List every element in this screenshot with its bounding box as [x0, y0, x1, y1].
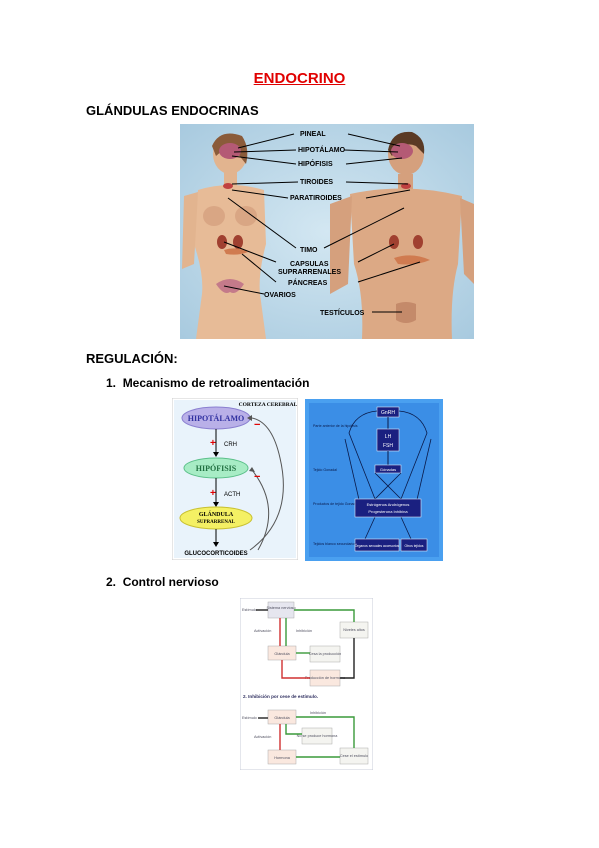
- progesterona-label: Progesterona Inhibina: [368, 509, 408, 514]
- list-text: Control nervioso: [122, 575, 219, 589]
- plus-sign-1: +: [210, 438, 216, 449]
- anatomy-figure: PINEAL HIPOTÁLAMO HIPÓFISIS TIROIDES PAR…: [180, 124, 474, 339]
- axis-left-label-1: Parte anterior de la hipófisis: [313, 424, 358, 428]
- glucocorticoides-label: GLUCOCORTICOIDES: [184, 551, 247, 557]
- label-tiroides: TIROIDES: [300, 179, 333, 186]
- label-timo: TIMO: [300, 247, 318, 254]
- gonadal-axis-diagram: Parte anterior de la hipófisis Tejido Go…: [305, 399, 443, 561]
- section-heading-glandulas: GLÁNDULAS ENDOCRINAS: [86, 103, 259, 118]
- axis-left-label-3: Productos de tejido Gonadal: [313, 502, 359, 506]
- inhibicion-label-2: Inhibición: [310, 711, 326, 715]
- hipofisis-node: HIPÓFISIS: [196, 463, 237, 473]
- hormona-box: Hormona: [274, 756, 291, 760]
- gnrh-box: GnRH: [381, 410, 395, 416]
- list-number: 2.: [106, 575, 117, 589]
- list-item-1: 1. Mecanismo de retroalimentación: [106, 376, 309, 390]
- organos-box: Órganos sexuales accesorios: [355, 543, 400, 548]
- produccion-hormona-box: Producción de hormona: [305, 676, 346, 680]
- list-item-2: 2. Control nervioso: [106, 575, 219, 589]
- label-hipofisis: HIPÓFISIS: [298, 159, 333, 168]
- otros-box: Otros tejidos: [404, 544, 423, 548]
- acth-label: ACTH: [224, 492, 240, 498]
- estimulo-label-1: Estímulo: [242, 608, 257, 612]
- minus-sign-1: −: [254, 419, 260, 431]
- minus-sign-2: −: [254, 471, 260, 483]
- corteza-label: CORTEZA CEREBRAL: [239, 402, 298, 408]
- label-pancreas: PÁNCREAS: [288, 278, 328, 287]
- section-heading-regulacion: REGULACIÓN:: [86, 351, 178, 366]
- activacion-label-1: Activación: [254, 629, 271, 633]
- niveles-altos-box: Niveles altos: [343, 628, 365, 632]
- anatomy-labels: PINEAL HIPOTÁLAMO HIPÓFISIS TIROIDES PAR…: [264, 131, 365, 317]
- sistema-nervioso-box: Sistema nervioso: [266, 606, 295, 610]
- label-hipotalamo: HIPOTÁLAMO: [298, 145, 346, 154]
- activacion-label-2: Activación: [254, 735, 271, 739]
- list-number: 1.: [106, 376, 117, 390]
- no-produce-box: No se produce hormona: [297, 734, 339, 738]
- leader-lines: [223, 133, 421, 313]
- estrogenos-label: Estrógenos Andrógenos: [367, 502, 410, 507]
- glandula-node-line2: SUPRARRENAL: [197, 520, 235, 525]
- gonadas-box: Gónadas: [380, 467, 396, 472]
- nervous-control-diagram: Estímulo Sistema nervioso Activación Inh…: [240, 598, 373, 770]
- estimulo-label-2: Estímulo: [242, 716, 257, 720]
- female-body: [182, 133, 266, 339]
- cese-estimulo-box: Cese el estímulo: [340, 754, 368, 758]
- feedback-diagram: HIPOTÁLAMO CORTEZA CEREBRAL + CRH HIPÓFI…: [172, 398, 298, 560]
- crh-label: CRH: [224, 442, 237, 448]
- axis-left-label-4: Tejidos blanco secundarios: [313, 542, 356, 546]
- hipotalamo-node: HIPOTÁLAMO: [188, 413, 244, 423]
- label-testiculos: TESTÍCULOS: [320, 308, 365, 317]
- glandula-node-line1: GLÁNDULA: [199, 510, 234, 518]
- inhibicion-label-1: Inhibición: [296, 629, 312, 633]
- plus-sign-2: +: [210, 488, 216, 499]
- cesa-produccion-box: Cesa la producción: [309, 652, 342, 656]
- label-pineal: PINEAL: [300, 131, 326, 138]
- nervous-heading-2: 2. Inhibición por cese de estímulo.: [243, 694, 318, 699]
- list-text: Mecanismo de retroalimentación: [122, 376, 310, 390]
- axis-left-label-2: Tejido Gonadal: [313, 468, 337, 472]
- page-title: ENDOCRINO: [253, 70, 346, 87]
- glandula-box-1: Glándula: [274, 652, 290, 656]
- glandula-box-2: Glándula: [274, 716, 290, 720]
- label-paratiroides: PARATIROIDES: [290, 195, 342, 202]
- fsh-label: FSH: [383, 443, 393, 449]
- label-suprarrenales: SUPRARRENALES: [278, 269, 341, 276]
- lh-label: LH: [385, 434, 392, 440]
- label-capsulas: CAPSULAS: [290, 261, 329, 268]
- label-ovarios: OVARIOS: [264, 292, 296, 299]
